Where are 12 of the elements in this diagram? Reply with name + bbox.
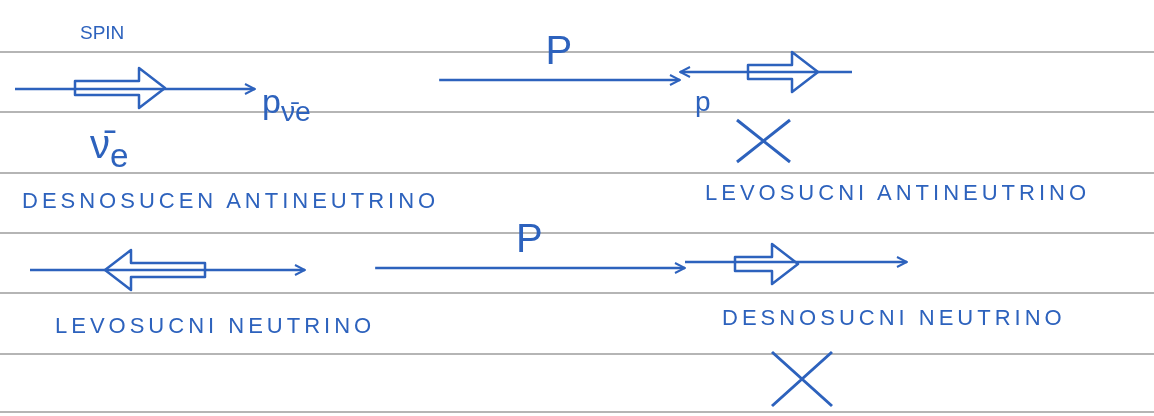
edge-label: P — [545, 30, 573, 70]
particle-caption: DESNOSUCEN ANTINEUTRINO — [22, 188, 440, 214]
symbol-label: SPIN — [80, 22, 125, 44]
symbol-label: p — [695, 86, 711, 118]
symbol-label: ν̄$_{e}$ — [90, 122, 129, 175]
parity-arrow — [375, 262, 686, 274]
particle-caption: DESNOSUCNI NEUTRINO — [722, 305, 1066, 331]
edge-label: P — [516, 218, 543, 258]
symbol-label: p$_{ν̄e}$ — [262, 82, 311, 128]
particle-caption: LEVOSUCNI NEUTRINO — [55, 313, 376, 339]
parity-arrow — [439, 74, 681, 86]
particle-caption: LEVOSUCNI ANTINEUTRINO — [705, 180, 1091, 206]
